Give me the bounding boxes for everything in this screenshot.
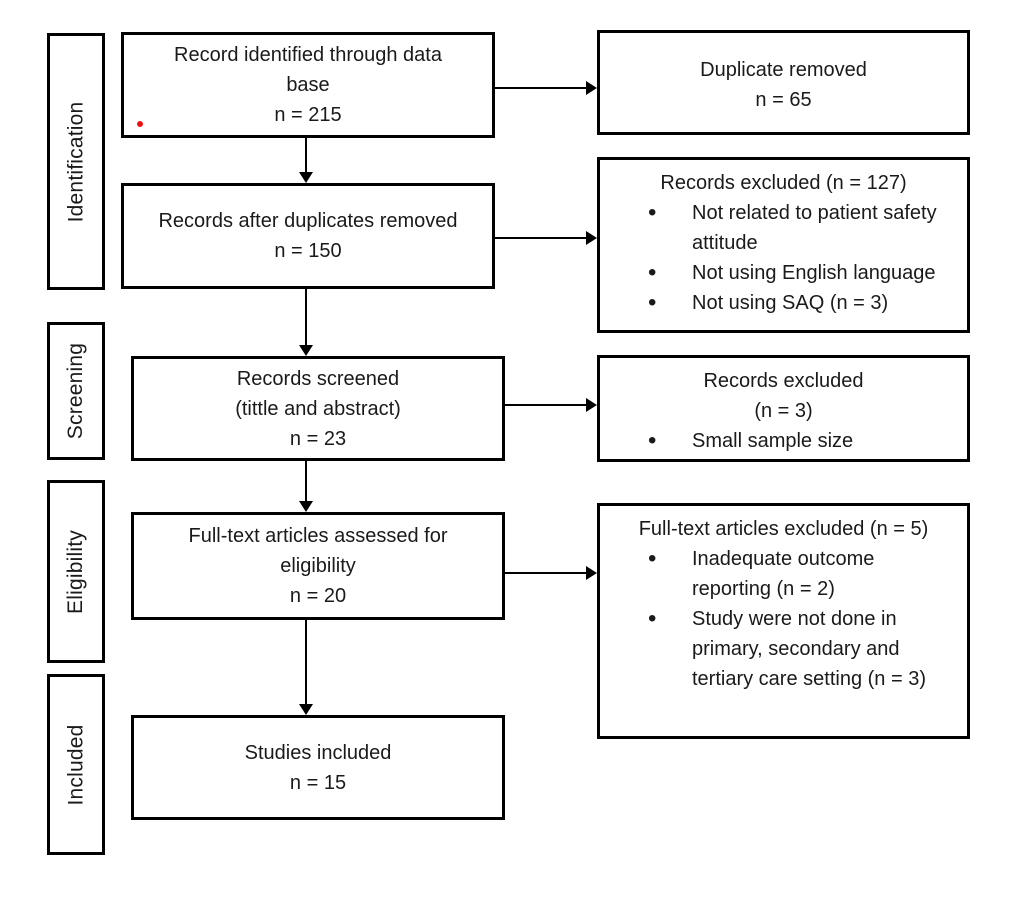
flow-box-text-line: eligibility xyxy=(280,555,356,577)
exclusion-bullet: Not using English language xyxy=(606,258,961,288)
stage-box-eligibility: Eligibility xyxy=(47,480,105,663)
stage-label-eligibility: Eligibility xyxy=(64,529,87,614)
flow-box-text-line: Records after duplicates removed xyxy=(158,210,458,232)
flow-box-count: n = 150 xyxy=(274,240,342,262)
flow-box-text-line: Records screened xyxy=(236,367,400,390)
flow-box-studies-included: Studies included n = 15 xyxy=(131,715,505,820)
flow-box-records-screened: Records screened (tittle and abstract) n… xyxy=(131,356,505,461)
arrow-head-right-icon xyxy=(586,398,597,412)
flow-box-count: n = 215 xyxy=(274,104,342,126)
exclusion-bullet: Not related to patient safety attitude xyxy=(606,198,961,258)
exclusion-bullet-list: Not related to patient safety attitude N… xyxy=(606,198,961,318)
flow-box-count: n = 20 xyxy=(289,585,347,607)
stage-label-included: Included xyxy=(64,724,87,805)
flow-box-fulltext-assessed: Full-text articles assessed for eligibil… xyxy=(131,512,505,620)
exclusion-bullet: Inadequate outcome reporting (n = 2) xyxy=(606,544,961,604)
arrow-head-right-icon xyxy=(586,566,597,580)
flow-box-count: n = 15 xyxy=(289,771,347,794)
exclusion-bullet: Not using SAQ (n = 3) xyxy=(606,288,961,318)
red-dot-marker xyxy=(137,121,143,127)
flow-box-after-duplicates-removed: Records after duplicates removed n = 150 xyxy=(121,183,495,289)
arrow-line xyxy=(495,87,586,89)
flow-box-records-identified: Record identified through data base n = … xyxy=(121,32,495,138)
arrow-head-right-icon xyxy=(586,231,597,245)
exclusion-box-duplicates-removed: Duplicate removed n = 65 xyxy=(597,30,970,135)
arrow-head-down-icon xyxy=(299,704,313,715)
arrow-head-right-icon xyxy=(586,81,597,95)
arrow-head-down-icon xyxy=(299,345,313,356)
flow-box-text-line: Full-text articles assessed for xyxy=(188,525,448,547)
flow-box-text-line: base xyxy=(286,74,330,96)
arrow-line xyxy=(495,237,586,239)
exclusion-title: Full-text articles excluded (n = 5) xyxy=(638,518,929,540)
exclusion-bullet-list: Small sample size xyxy=(606,426,961,456)
flow-box-text-line: Record identified through data xyxy=(174,44,442,66)
arrow-line xyxy=(305,620,307,705)
arrow-line xyxy=(505,404,586,406)
arrow-head-down-icon xyxy=(299,172,313,183)
exclusion-title: Records excluded (n = 127) xyxy=(660,172,907,194)
stage-label-identification: Identification xyxy=(64,101,87,222)
exclusion-subtitle: (n = 3) xyxy=(754,400,813,422)
stage-box-included: Included xyxy=(47,674,105,855)
exclusion-title: Records excluded xyxy=(703,370,864,392)
stage-box-identification: Identification xyxy=(47,33,105,290)
exclusion-box-records-excluded-3: Records excluded (n = 3) Small sample si… xyxy=(597,355,970,462)
arrow-line xyxy=(305,289,307,346)
exclusion-count: n = 65 xyxy=(755,88,812,111)
stage-box-screening: Screening xyxy=(47,322,105,460)
flow-box-text-line: (tittle and abstract) xyxy=(235,397,401,420)
exclusion-bullet-list: Inadequate outcome reporting (n = 2) Stu… xyxy=(606,544,961,694)
arrow-line xyxy=(505,572,586,574)
arrow-head-down-icon xyxy=(299,501,313,512)
arrow-line xyxy=(305,138,307,174)
exclusion-bullet: Small sample size xyxy=(606,426,961,456)
flow-box-count: n = 23 xyxy=(289,427,347,450)
exclusion-text-line: Duplicate removed xyxy=(700,58,867,81)
arrow-line xyxy=(305,461,307,502)
exclusion-bullet: Study were not done in primary, secondar… xyxy=(606,604,961,694)
exclusion-box-records-excluded-127: Records excluded (n = 127) Not related t… xyxy=(597,157,970,333)
exclusion-box-fulltext-excluded-5: Full-text articles excluded (n = 5) Inad… xyxy=(597,503,970,739)
stage-label-screening: Screening xyxy=(64,342,87,440)
flow-box-text-line: Studies included xyxy=(244,741,392,764)
